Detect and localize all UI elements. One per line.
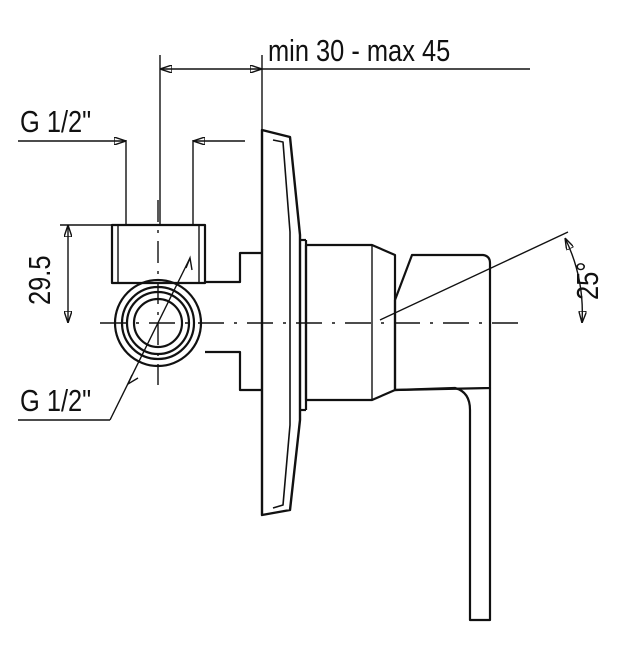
height-label: 29.5: [22, 255, 57, 305]
dim-thread-bottom: [18, 255, 193, 421]
depth-range-label: min 30 - max 45: [268, 33, 451, 68]
dim-thread-top: [18, 140, 245, 225]
center-lines: [100, 200, 520, 385]
angle-label: 25°: [570, 261, 605, 300]
valve-body: [205, 251, 262, 392]
thread-bottom-label: G 1/2": [20, 383, 92, 418]
dim-depth: [159, 55, 530, 225]
thread-top-label: G 1/2": [20, 104, 92, 139]
dim-height: [60, 224, 112, 323]
lever-handle: [393, 253, 492, 622]
dim-angle: [379, 231, 582, 323]
